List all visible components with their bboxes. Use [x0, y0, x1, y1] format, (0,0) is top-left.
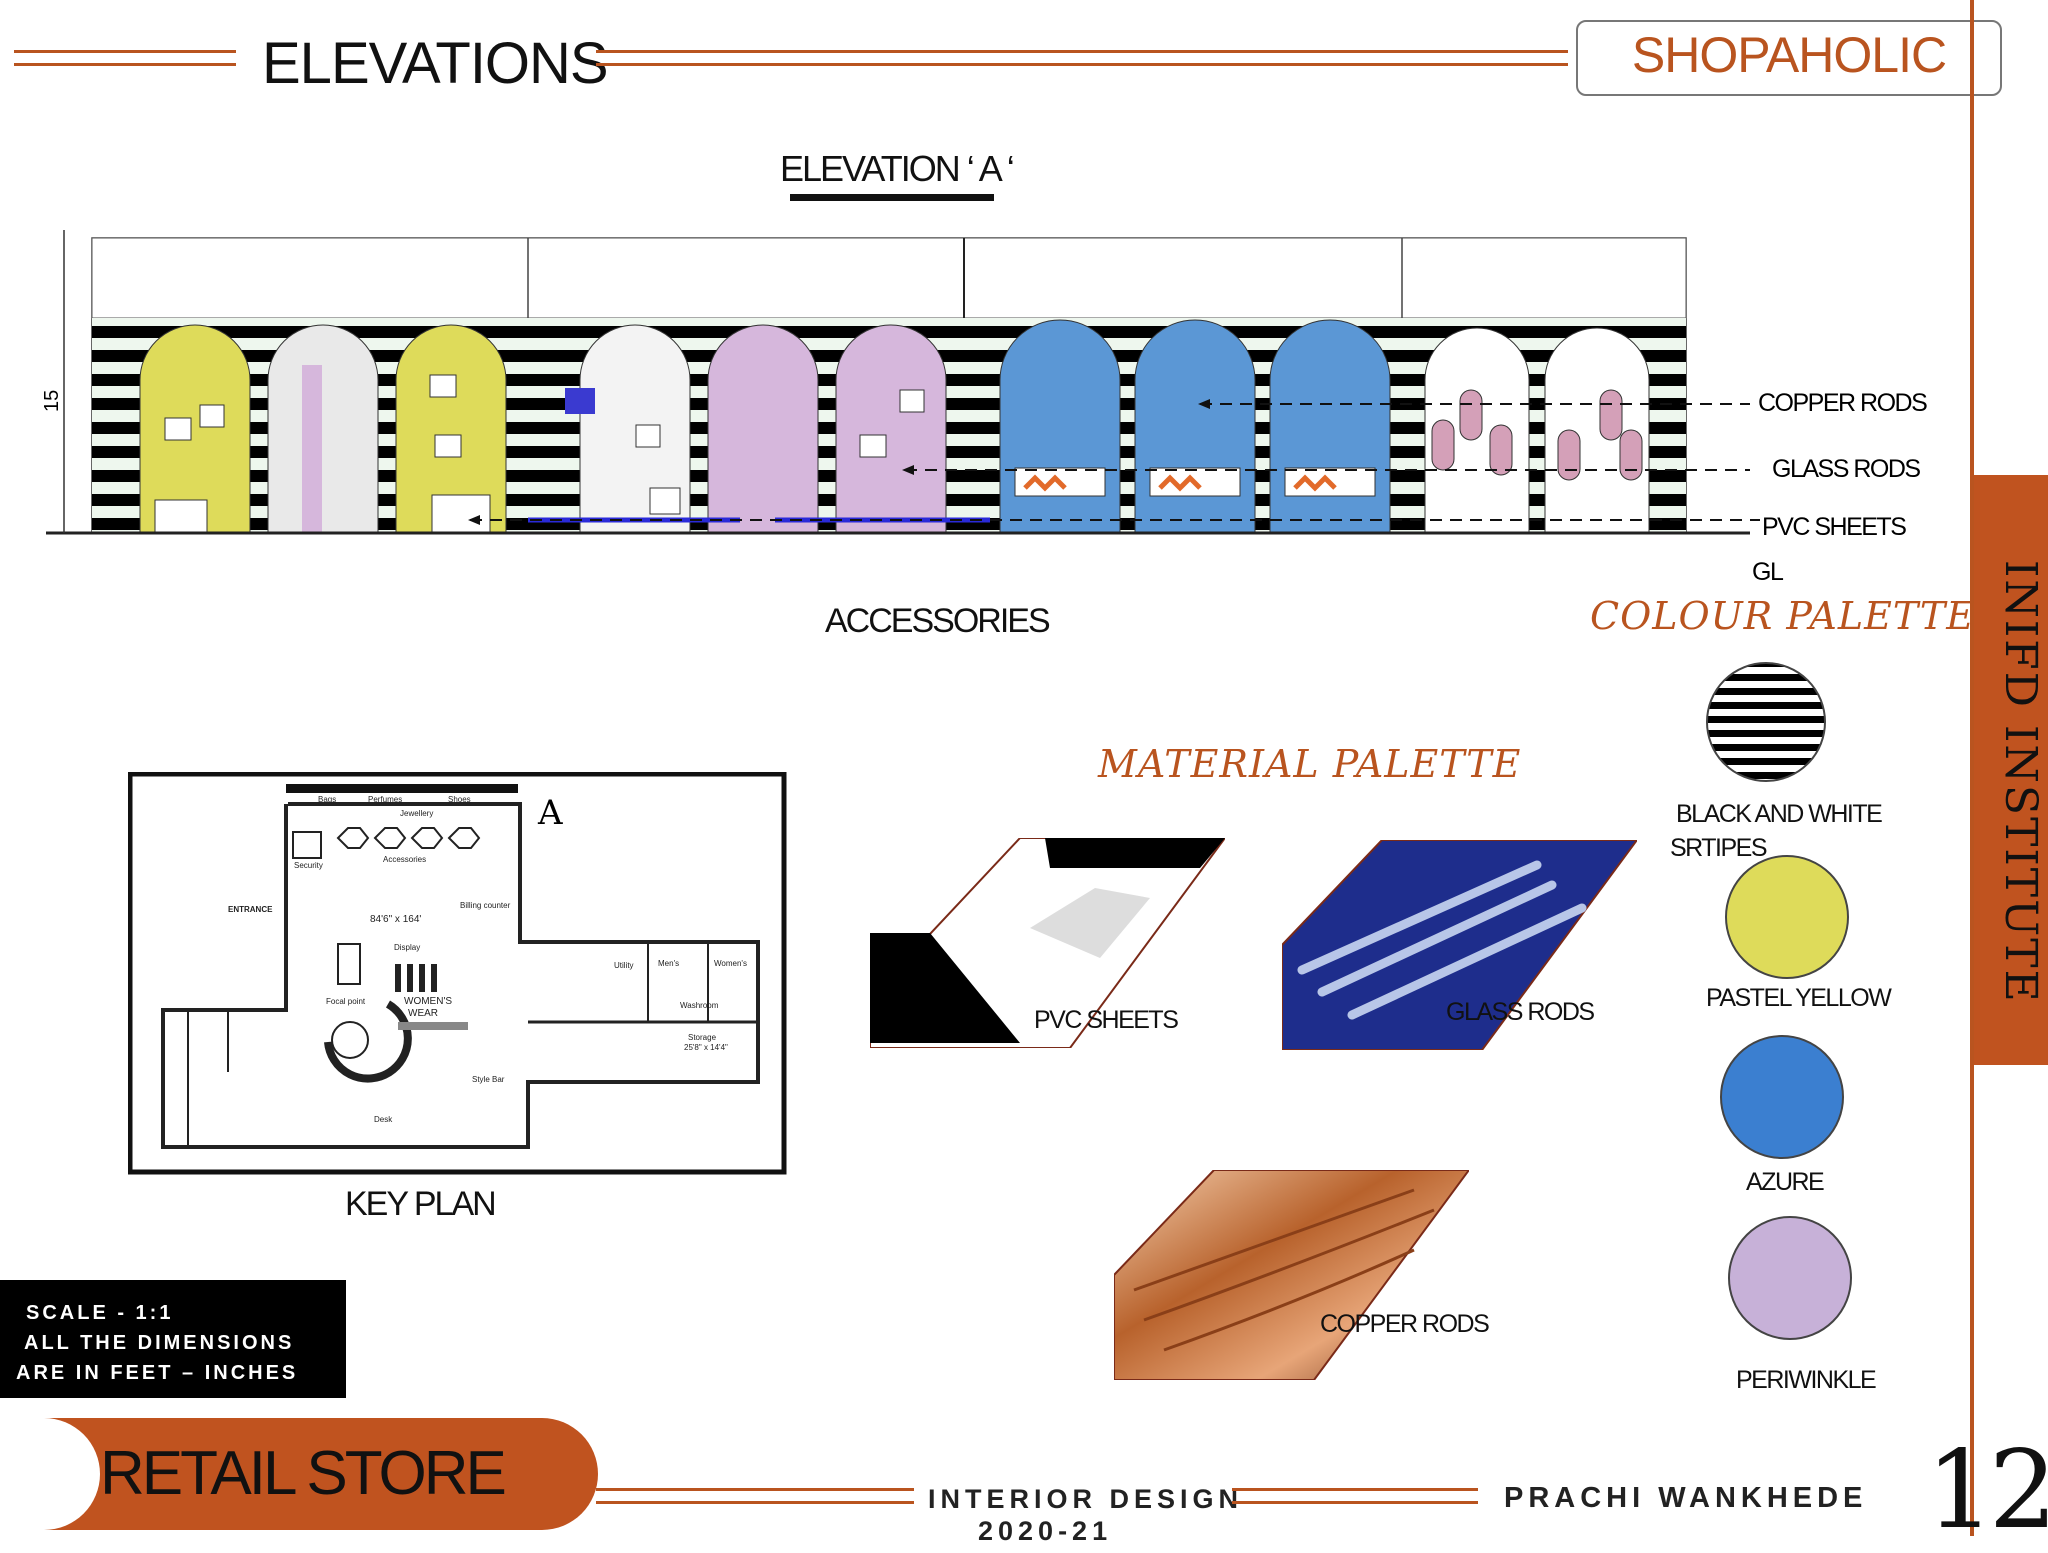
key-plan-marker: A [537, 793, 563, 833]
colour-palette-title: COLOUR PALETTE [1590, 594, 1975, 638]
callout-pvc-sheets: PVC SHEETS [1762, 513, 1906, 541]
header-rule-left [14, 50, 236, 66]
brand-name: SHOPAHOLIC [1631, 27, 1947, 83]
scale-line-2: ALL THE DIMENSIONS [24, 1332, 295, 1354]
arch-group-yellow [139, 324, 507, 534]
swatch-label-yellow: PASTEL YELLOW [1706, 984, 1892, 1012]
project-banner-cutout [0, 1418, 100, 1530]
institute-name: INIFD INSTITUTE [1995, 560, 2046, 1004]
footer-rule-left [596, 1488, 914, 1504]
svg-text:25'8" x 14'4": 25'8" x 14'4" [684, 1043, 728, 1052]
svg-text:Display: Display [394, 943, 420, 952]
svg-text:Desk: Desk [374, 1115, 393, 1124]
swatch-stripes [1706, 662, 1826, 782]
scale-note-box [0, 1280, 346, 1398]
swatch-pastel-yellow [1725, 855, 1849, 979]
elevation-title: ELEVATION ‘ A ‘ [780, 148, 1015, 189]
header-rule-right [596, 50, 1568, 66]
material-label-pvc: PVC SHEETS [1034, 1006, 1179, 1034]
scale-line-3: ARE IN FEET – INCHES [16, 1362, 299, 1384]
svg-text:Storage: Storage [688, 1033, 717, 1042]
swatch-periwinkle [1728, 1216, 1852, 1340]
callout-ground-level: GL [1752, 558, 1784, 586]
svg-text:Washroom: Washroom [680, 1001, 719, 1010]
footer-rule-mid [1232, 1488, 1478, 1504]
key-plan-frame [128, 772, 787, 1175]
arch-group-white [1424, 327, 1650, 534]
material-palette-title: MATERIAL PALETTE [1098, 742, 1522, 786]
svg-text:Men's: Men's [658, 959, 679, 968]
svg-text:Utility: Utility [614, 961, 634, 970]
svg-text:Shoes: Shoes [448, 795, 471, 804]
svg-text:Perfumes: Perfumes [368, 795, 402, 804]
project-title: RETAIL STORE [100, 1439, 507, 1508]
key-plan-drawing: A Bags Perfumes Shoes Jewellery Accessor… [128, 772, 787, 1175]
sidebar-rule [1970, 0, 1974, 1536]
swatch-label-azure: AZURE [1746, 1168, 1825, 1196]
height-mark: 15 [41, 390, 63, 412]
page-number: 12 [1926, 1428, 2048, 1553]
callout-copper-rods: COPPER RODS [1758, 389, 1927, 417]
svg-text:Bags: Bags [318, 795, 336, 804]
scale-line-1: SCALE - 1:1 [26, 1302, 174, 1324]
course-name: INTERIOR DESIGN [928, 1484, 1244, 1514]
elevation-title-underline [790, 194, 994, 201]
callout-glass-rods: GLASS RODS [1772, 455, 1920, 483]
svg-text:Security: Security [294, 861, 323, 870]
arch-group-azure [999, 319, 1391, 534]
key-plan-caption: KEY PLAN [345, 1185, 497, 1223]
svg-text:84'6" x 164': 84'6" x 164' [370, 914, 421, 925]
designer-name: PRACHI WANKHEDE [1504, 1482, 1868, 1514]
svg-text:Focal point: Focal point [326, 997, 366, 1006]
material-label-copper: COPPER RODS [1320, 1310, 1490, 1338]
swatch-azure [1720, 1035, 1844, 1159]
svg-text:Billing counter: Billing counter [460, 901, 511, 910]
brand-box [1576, 20, 2002, 96]
page-title: ELEVATIONS [262, 31, 609, 96]
swatch-label-stripes-1: BLACK AND WHITE [1676, 800, 1883, 828]
elevation-caption: ACCESSORIES [825, 602, 1051, 640]
glass-rod-swatch [1282, 840, 1637, 1050]
svg-text:ENTRANCE: ENTRANCE [228, 905, 273, 914]
svg-text:WOMEN'S: WOMEN'S [404, 996, 452, 1007]
svg-text:Women's: Women's [714, 959, 747, 968]
sidebar-band [1974, 475, 2048, 1065]
arch-group-pink [528, 324, 990, 534]
swatch-label-stripes-2: SRTIPES [1670, 834, 1768, 862]
svg-text:WEAR: WEAR [408, 1008, 438, 1019]
course-year: 2020-21 [978, 1516, 1113, 1546]
svg-text:Accessories: Accessories [383, 855, 426, 864]
svg-text:Style Bar: Style Bar [472, 1075, 505, 1084]
elevation-drawing: 15 COPPER RODS GLASS RODS PVC SHEETS GL [41, 230, 1929, 586]
swatch-label-periwinkle: PERIWINKLE [1736, 1366, 1877, 1394]
svg-text:Jewellery: Jewellery [400, 809, 433, 818]
material-label-glass: GLASS RODS [1446, 998, 1595, 1026]
pvc-sheet-swatch [870, 838, 1225, 1048]
copper-rod-swatch [1114, 1170, 1469, 1380]
